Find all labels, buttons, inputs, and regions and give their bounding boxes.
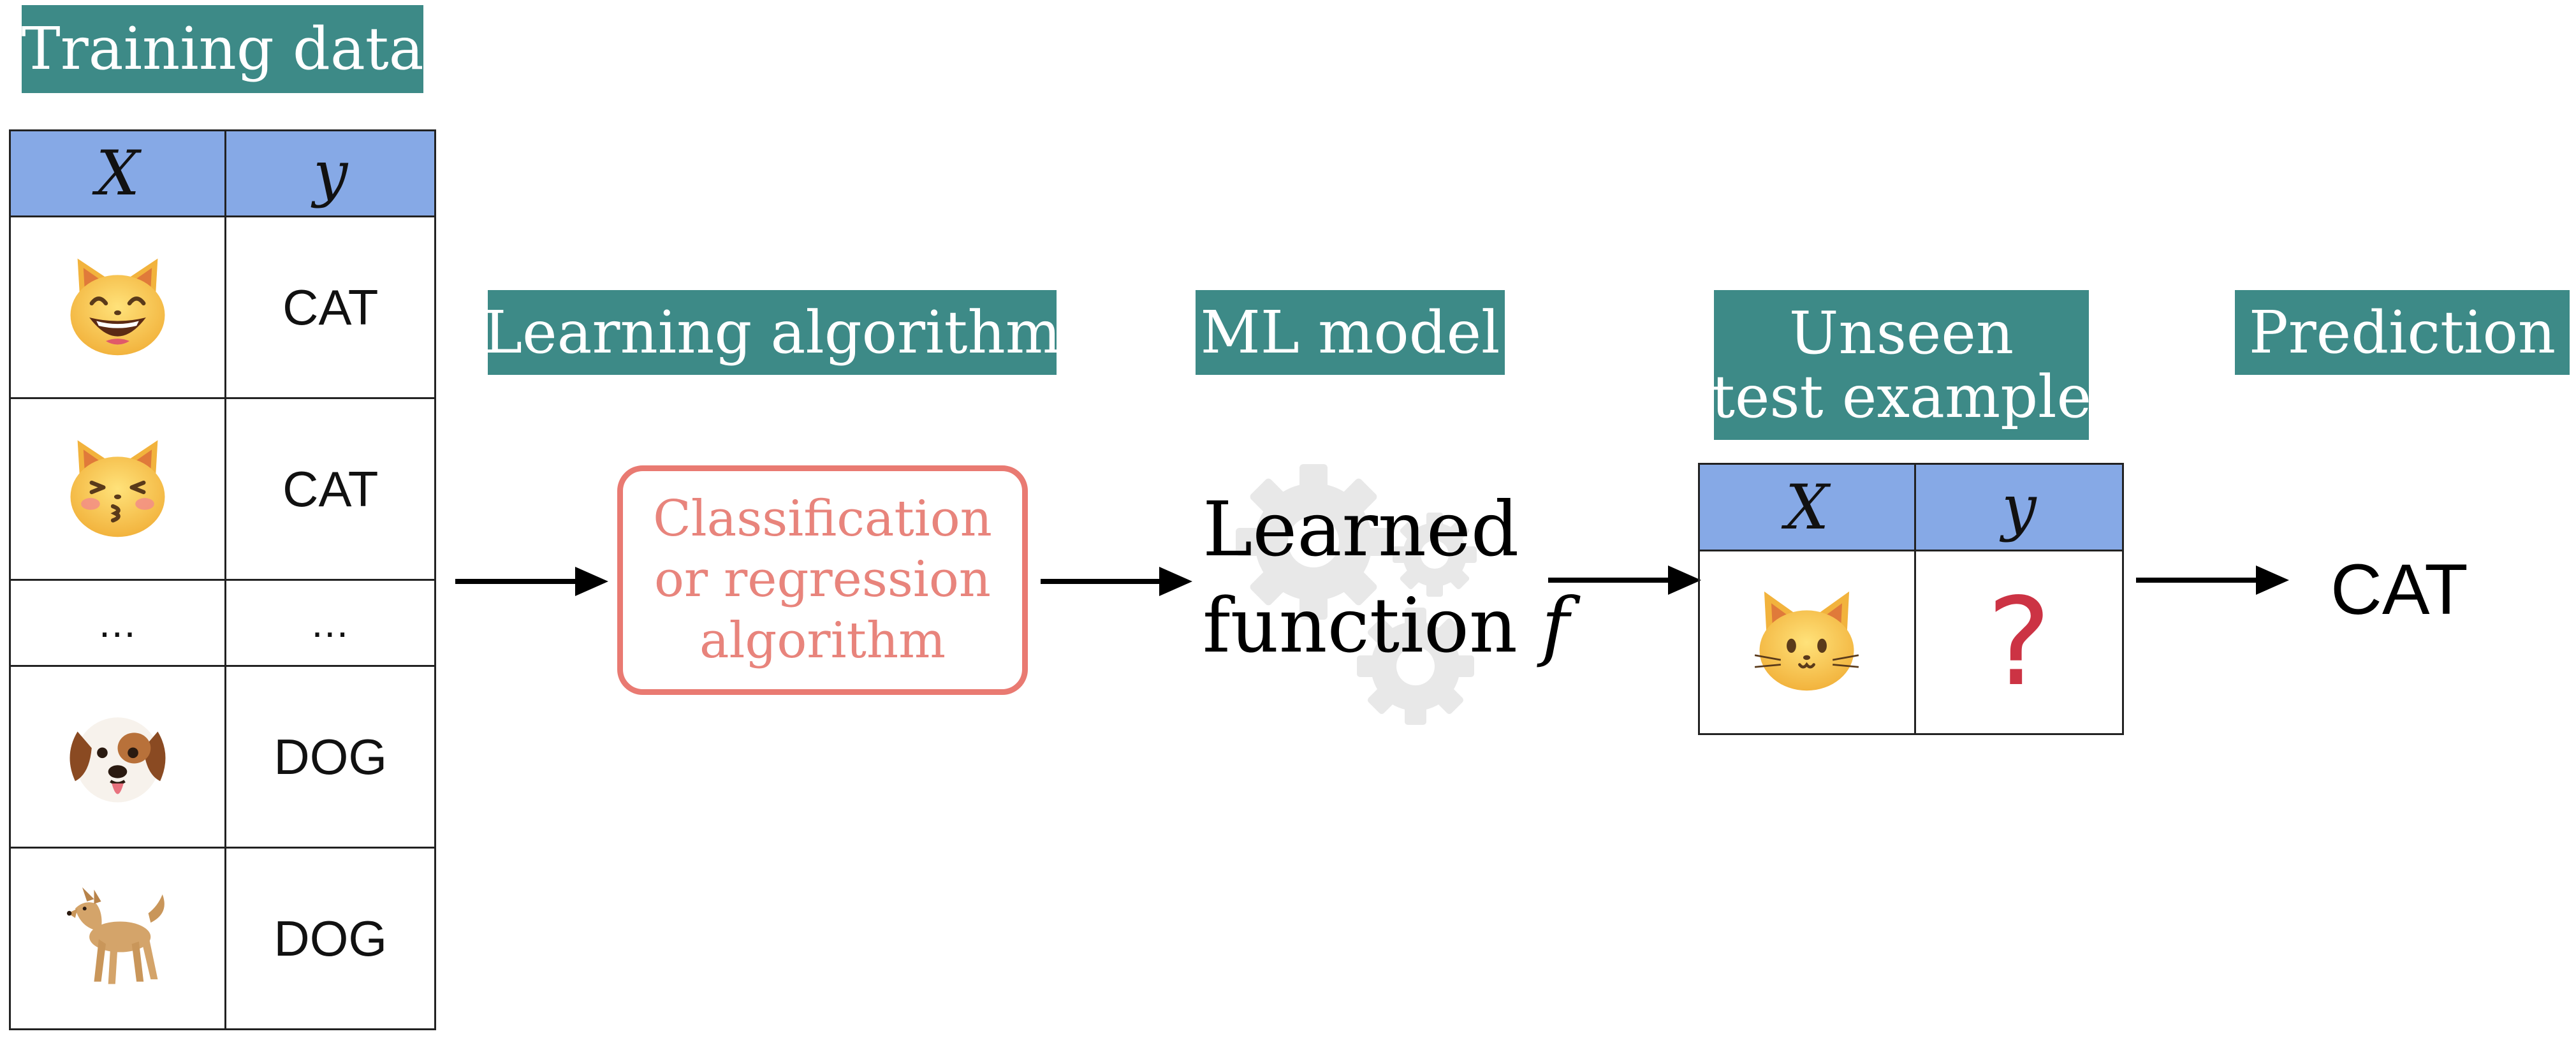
kissing-cat-emoji-icon bbox=[70, 440, 165, 537]
training-header-y: y bbox=[224, 129, 436, 217]
table-row: ... ... bbox=[8, 579, 436, 667]
learned-function-word: function bbox=[1203, 581, 1518, 670]
training-y-cell: CAT bbox=[224, 215, 436, 399]
table-row: ? bbox=[1698, 550, 2125, 735]
training-data-label: Training data bbox=[21, 5, 424, 93]
algorithm-line-1: Classification bbox=[653, 490, 992, 548]
training-y-cell: DOG bbox=[224, 665, 436, 849]
training-header-x: X bbox=[8, 129, 227, 217]
question-mark: ? bbox=[1987, 571, 2051, 713]
training-y-cell: DOG bbox=[224, 847, 436, 1030]
algorithm-line-2: or regression bbox=[654, 551, 992, 609]
algorithm-line-3: algorithm bbox=[699, 611, 946, 669]
training-table-header-row: X y bbox=[8, 129, 436, 217]
training-x-cell bbox=[8, 847, 227, 1030]
learned-line-2: function f bbox=[1203, 578, 1569, 674]
gears-icon bbox=[1236, 464, 1477, 725]
training-x-cell bbox=[8, 397, 227, 581]
dog-emoji-icon bbox=[67, 887, 165, 984]
cat-face-emoji-icon bbox=[1755, 591, 1859, 690]
test-header-x: X bbox=[1698, 463, 1916, 551]
test-example-table: X y bbox=[1698, 463, 2125, 735]
table-row: CAT bbox=[8, 215, 436, 399]
grinning-cat-emoji-icon bbox=[70, 258, 165, 356]
learning-algorithm-label: Learning algorithm bbox=[483, 290, 1061, 375]
learned-function-text: Learned function f bbox=[1203, 481, 1569, 674]
test-table-header-row: X y bbox=[1698, 463, 2125, 551]
prediction-value: CAT bbox=[2331, 550, 2468, 629]
table-row: CAT bbox=[8, 397, 436, 581]
test-y-cell: ? bbox=[1914, 550, 2125, 735]
training-x-cell bbox=[8, 215, 227, 399]
training-x-cell bbox=[8, 665, 227, 849]
ml-model-label: ML model bbox=[1196, 290, 1505, 375]
prediction-label: Prediction bbox=[2235, 290, 2570, 375]
training-y-cell: CAT bbox=[224, 397, 436, 581]
training-y-ellipsis: ... bbox=[224, 579, 436, 667]
unseen-label-line1: Unseen bbox=[1789, 299, 2014, 368]
test-header-y: y bbox=[1914, 463, 2125, 551]
table-row: DOG bbox=[8, 847, 436, 1030]
training-data-table: X y bbox=[8, 129, 436, 1030]
training-x-ellipsis: ... bbox=[8, 579, 227, 667]
test-x-cell bbox=[1698, 550, 1916, 735]
dog-face-emoji-icon bbox=[70, 717, 166, 803]
unseen-test-example-label: Unseen test example bbox=[1711, 290, 2092, 440]
learned-line-1: Learned bbox=[1203, 485, 1519, 573]
function-symbol: f bbox=[1541, 581, 1570, 670]
unseen-label-line2: test example bbox=[1711, 362, 2092, 431]
table-row: DOG bbox=[8, 665, 436, 849]
algorithm-box: Classification or regression algorithm bbox=[617, 465, 1028, 695]
